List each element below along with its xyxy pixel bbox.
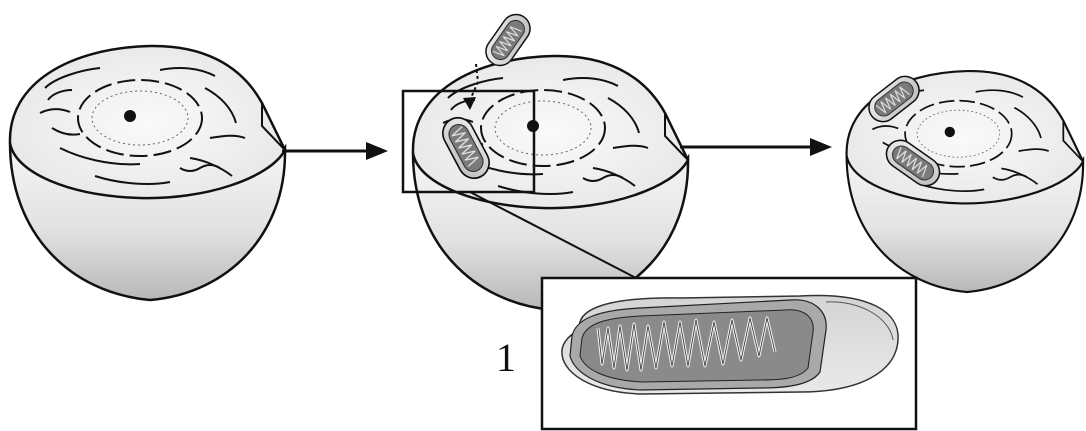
arrow-right-2 — [680, 138, 832, 156]
host-cell-middle — [413, 56, 688, 310]
arrow-right-1 — [282, 142, 388, 160]
host-cell-left — [10, 46, 285, 300]
inset-label-number: 1 — [496, 338, 516, 378]
mitochondrion-zoom-inset — [542, 278, 916, 429]
